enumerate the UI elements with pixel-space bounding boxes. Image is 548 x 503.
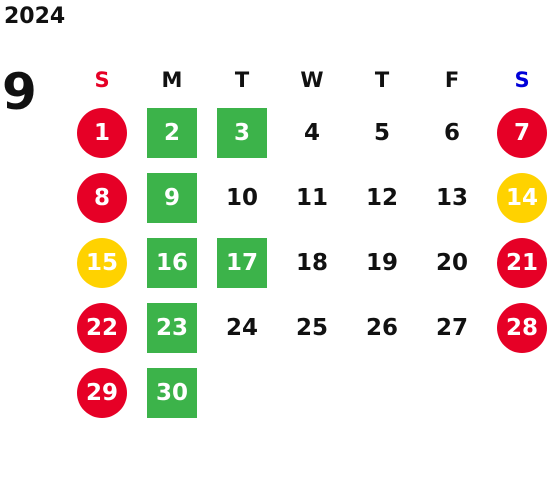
day-number: 9 <box>147 172 197 223</box>
day-number: 30 <box>147 367 197 418</box>
year-label: 2024 <box>4 4 66 29</box>
day-number: 3 <box>217 107 267 158</box>
day-cell: 22 <box>67 295 137 360</box>
day-cell: 27 <box>417 295 487 360</box>
day-cell: 3 <box>207 100 277 165</box>
day-number: 4 <box>303 119 320 146</box>
day-number: 13 <box>435 184 468 211</box>
day-cell: 13 <box>417 165 487 230</box>
day-number: 17 <box>217 237 267 288</box>
day-number: 2 <box>147 107 197 158</box>
day-cell: 17 <box>207 230 277 295</box>
day-number: 11 <box>295 184 328 211</box>
day-cell: 30 <box>137 360 207 425</box>
day-cell: 7 <box>487 100 548 165</box>
day-number: 22 <box>77 302 127 353</box>
day-cell: 29 <box>67 360 137 425</box>
weekday-header-tuesday: T <box>234 68 250 92</box>
day-number: 18 <box>295 249 328 276</box>
day-cell: 21 <box>487 230 548 295</box>
day-number: 8 <box>77 172 127 223</box>
day-cell: 20 <box>417 230 487 295</box>
day-cell: 16 <box>137 230 207 295</box>
day-number: 1 <box>77 107 127 158</box>
day-number: 19 <box>365 249 398 276</box>
day-cell: 26 <box>347 295 417 360</box>
day-cell: 15 <box>67 230 137 295</box>
day-number: 5 <box>373 119 390 146</box>
day-cell: 24 <box>207 295 277 360</box>
day-cell: 2 <box>137 100 207 165</box>
month-label: 9 <box>2 63 37 121</box>
day-number: 26 <box>365 314 398 341</box>
weekday-header-thursday: T <box>374 68 390 92</box>
day-cell: 1 <box>67 100 137 165</box>
weekday-header-wednesday: W <box>300 68 324 92</box>
day-number: 16 <box>147 237 197 288</box>
day-number: 6 <box>443 119 460 146</box>
day-cell: 8 <box>67 165 137 230</box>
day-cell: 5 <box>347 100 417 165</box>
day-cell: 18 <box>277 230 347 295</box>
day-cell: 9 <box>137 165 207 230</box>
weekday-header-monday: M <box>161 68 183 92</box>
day-cell: 6 <box>417 100 487 165</box>
day-number: 12 <box>365 184 398 211</box>
day-cell: 14 <box>487 165 548 230</box>
day-number: 25 <box>295 314 328 341</box>
day-number: 21 <box>497 237 547 288</box>
day-cell: 19 <box>347 230 417 295</box>
day-number: 28 <box>497 302 547 353</box>
day-cell: 11 <box>277 165 347 230</box>
day-number: 27 <box>435 314 468 341</box>
day-cell: 28 <box>487 295 548 360</box>
weekday-header-sunday: S <box>94 68 110 92</box>
day-number: 20 <box>435 249 468 276</box>
day-cell: 25 <box>277 295 347 360</box>
day-number: 15 <box>77 237 127 288</box>
day-cell: 4 <box>277 100 347 165</box>
day-number: 29 <box>77 367 127 418</box>
day-cell: 12 <box>347 165 417 230</box>
day-number: 24 <box>225 314 258 341</box>
weekday-header-saturday: S <box>514 68 530 92</box>
day-number: 7 <box>497 107 547 158</box>
day-number: 10 <box>225 184 258 211</box>
day-number: 14 <box>497 172 547 223</box>
day-number: 23 <box>147 302 197 353</box>
day-cell: 23 <box>137 295 207 360</box>
weekday-header-friday: F <box>444 68 460 92</box>
day-cell: 10 <box>207 165 277 230</box>
